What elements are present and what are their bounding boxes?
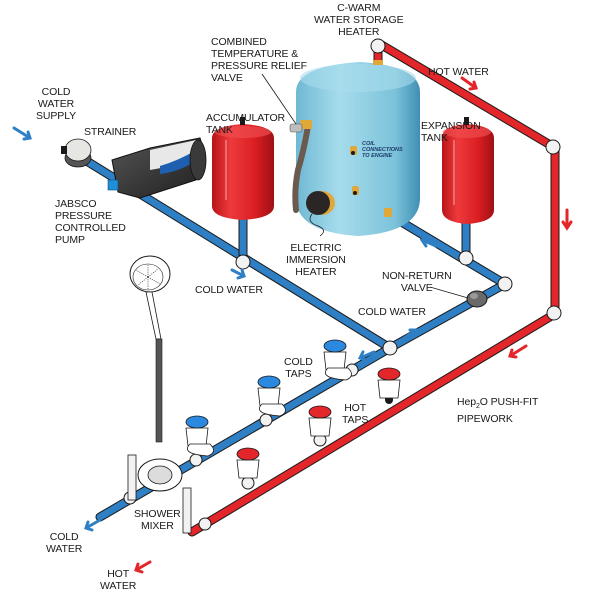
arrow-cold-1 [230,268,246,280]
arrow-cold-taps [357,350,376,362]
label-cold-taps: COLD TAPS [284,356,313,380]
pipework-text-pre: Hep [457,396,476,408]
label-pump: JABSCO PRESSURE CONTROLLED PUMP [55,198,126,246]
shower-head [129,255,171,443]
label-relief-valve: COMBINED TEMPERATURE & PRESSURE RELIEF V… [211,36,307,84]
label-hot-taps: HOT TAPS [342,402,369,426]
hot-tap-2 [308,405,332,437]
label-expansion-tank: EXPANSION TANK [421,120,481,144]
label-cold-water-2: COLD WATER [358,306,426,318]
label-non-return-valve: NON-RETURN VALVE [382,270,452,294]
label-hot-water-out: HOT WATER [100,568,137,592]
pipework-subscript: 2 [475,403,480,411]
label-cold-water-supply: COLD WATER SUPPLY [36,86,77,122]
arrow-hot-out [134,560,152,574]
label-cold-water-out: COLD WATER [46,531,83,555]
hot-tap-1 [377,367,401,399]
cold-tap-1 [323,339,352,381]
label-cold-water-1: COLD WATER [195,284,263,296]
arrow-cold-supply [12,126,32,141]
leader-lines [261,73,469,299]
label-strainer: STRAINER [84,126,137,138]
flow-arrows [12,76,573,574]
arrow-cold-2 [402,328,418,340]
pipework-line2: PIPEWORK [457,413,513,426]
arrow-hot-top [460,76,478,91]
shower-mixer [127,454,192,534]
water-storage-heater [289,60,420,237]
label-accumulator-tank: ACCUMULATOR TANK [206,112,286,136]
jabsco-pump [107,137,207,199]
label-hot-water-top: HOT WATER [428,66,489,78]
label-heater: C-WARM WATER STORAGE HEATER [314,2,404,38]
arrow-hot-down [561,208,573,231]
cold-tap-3 [185,415,214,457]
cold-tap-2 [257,375,286,417]
arrow-cold-heater [419,236,438,248]
label-shower-mixer: SHOWER MIXER [134,508,181,532]
expansion-tank [442,117,494,224]
accumulator-tank [212,117,274,220]
arrow-hot-diag [508,344,528,359]
label-immersion-heater: ELECTRIC IMMERSION HEATER [286,242,346,278]
arrow-cold-out [84,518,102,532]
label-pipework: Hep2O PUSH-FIT PIPEWORK [457,396,538,425]
non-return-valve [466,290,488,308]
label-coil-connections: COIL CONNECTIONS TO ENGINE [362,141,403,159]
strainer [61,138,92,168]
hot-tap-3 [236,447,260,479]
pipework-text-post: O PUSH-FIT [479,396,539,408]
